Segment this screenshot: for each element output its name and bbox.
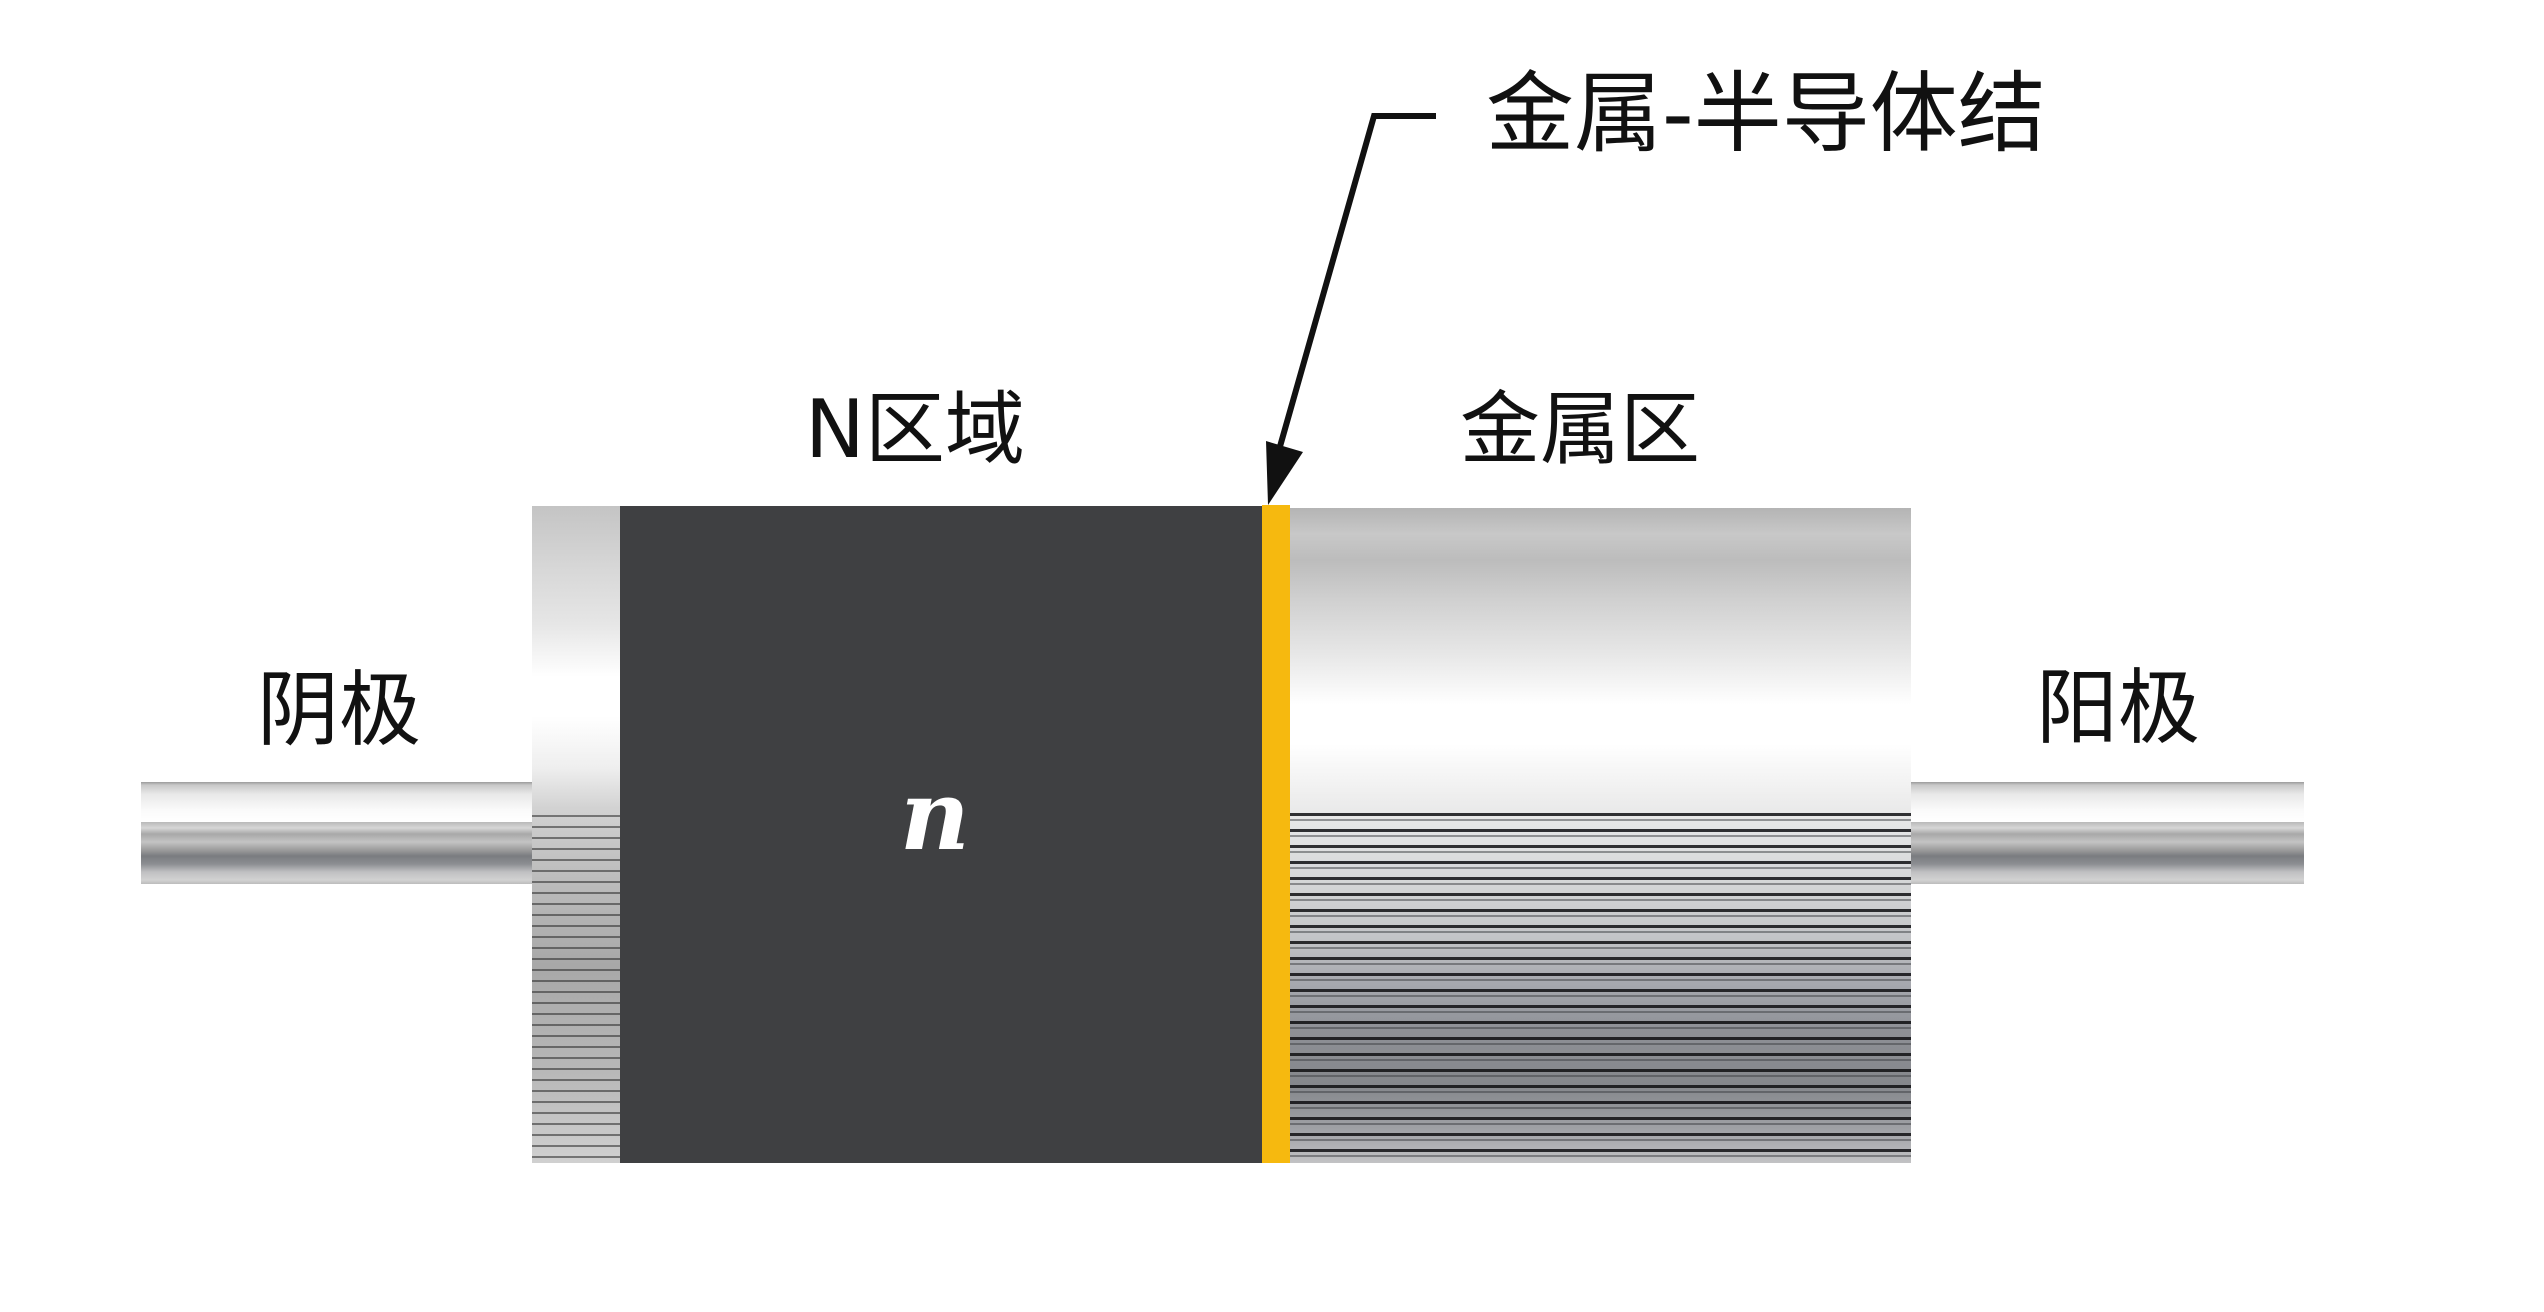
cathode-end-cap — [532, 506, 620, 1163]
n-type-symbol: n — [900, 759, 970, 872]
anode-lead-wire — [1910, 782, 2304, 884]
anode-label: 阳极 — [2036, 661, 2201, 756]
metal-semiconductor-junction — [1262, 505, 1290, 1163]
metal-region-label: 金属区 — [1460, 383, 1700, 476]
n-region-block — [620, 506, 1262, 1163]
junction-callout-label: 金属-半导体结 — [1486, 62, 2046, 165]
n-region-label: N区域 — [805, 383, 1025, 476]
metal-region-block — [1290, 508, 1911, 1163]
cathode-lead-wire — [141, 782, 533, 884]
cathode-label: 阴极 — [257, 663, 422, 758]
